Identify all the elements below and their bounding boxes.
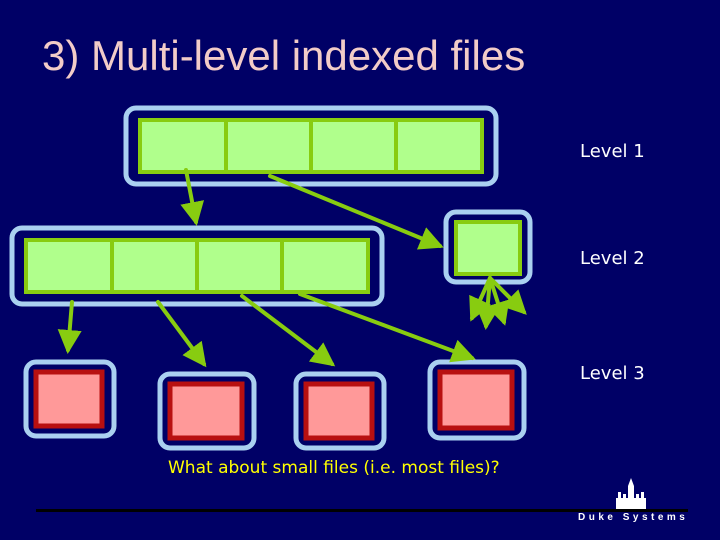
level3-data-block-2 <box>157 371 257 451</box>
level3-data-block-1 <box>23 359 117 439</box>
question-text: What about small files (i.e. most files)… <box>168 458 500 478</box>
level1-index-block <box>123 105 499 187</box>
arrow-l2-to-block4 <box>298 292 476 363</box>
duke-chapel-logo <box>616 478 646 510</box>
slide-title: 3) Multi-level indexed files <box>42 32 526 79</box>
arrow-fan-1 <box>469 276 492 322</box>
arrow-l1-to-l2 <box>180 168 205 226</box>
arrow-l2-to-block1 <box>57 300 82 354</box>
pointer-arrows <box>57 168 527 368</box>
level3-data-block-3 <box>293 371 387 451</box>
level2-small-index-block <box>443 209 533 285</box>
arrow-fan-4 <box>488 276 527 315</box>
arrow-l1-to-l2-small <box>268 174 444 250</box>
duke-systems-logo-text: Duke Systems <box>578 512 689 523</box>
level-3-label: Level 3 <box>580 363 645 384</box>
level-1-label: Level 1 <box>580 141 645 162</box>
arrow-l2-to-block3 <box>240 294 336 367</box>
arrow-l2-to-block2 <box>156 300 207 368</box>
level-2-label: Level 2 <box>580 248 645 269</box>
level2-index-block <box>9 225 385 307</box>
footer-divider <box>36 509 688 512</box>
level3-data-block-4 <box>427 359 527 441</box>
